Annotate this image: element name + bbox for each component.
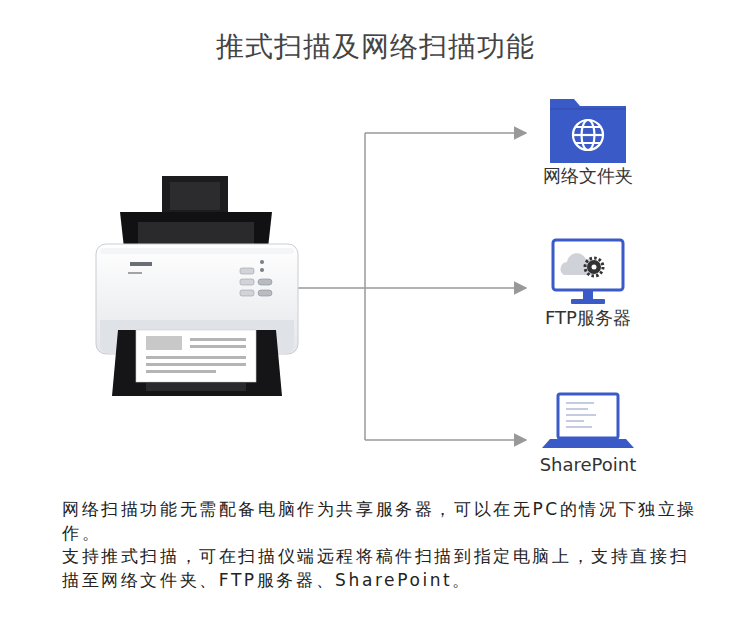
destination-node: SharePoint bbox=[524, 388, 652, 476]
laptop-icon bbox=[528, 388, 648, 454]
description-text: 网络扫描功能无需配备电脑作为共享服务器，可以在无PC的情况下独立操作。 bbox=[62, 498, 702, 545]
diagram-title: 推式扫描及网络扫描功能 bbox=[0, 28, 750, 66]
destination-label: SharePoint bbox=[524, 454, 652, 476]
destination-label: FTP服务器 bbox=[524, 307, 652, 329]
folder-icon bbox=[528, 95, 648, 165]
destination-label: 网络文件夹 bbox=[524, 165, 652, 187]
destination-node: FTP服务器 bbox=[524, 237, 652, 329]
monitor-icon bbox=[528, 237, 648, 307]
destination-node: 网络文件夹 bbox=[524, 95, 652, 187]
description-text: 支持推式扫描，可在扫描仪端远程将稿件扫描到指定电脑上，支持直接扫描至网络文件夹、… bbox=[62, 545, 702, 592]
